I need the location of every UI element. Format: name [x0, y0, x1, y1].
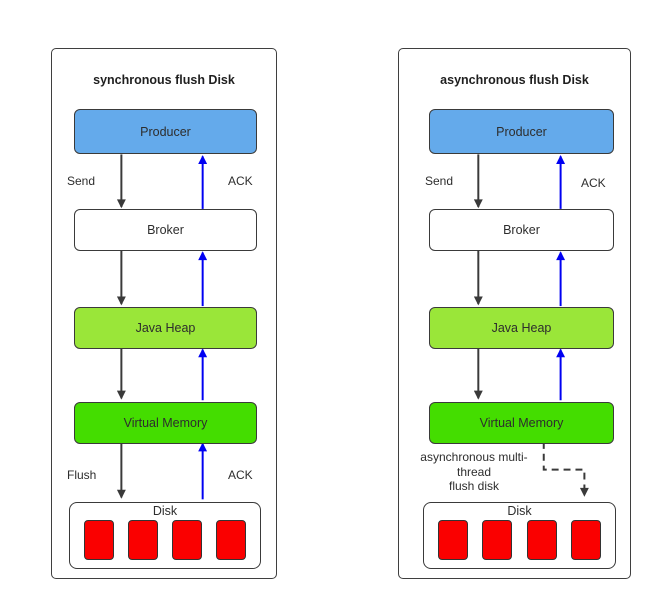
send-label: Send: [425, 174, 454, 188]
disk-label: Disk: [152, 504, 178, 518]
disk-blocks: [424, 520, 615, 560]
ack-label-top: ACK: [228, 174, 253, 188]
disk-block: [570, 520, 601, 560]
java-heap-node: Java Heap: [74, 307, 257, 349]
disk-blocks: [70, 520, 260, 560]
disk-block: [438, 520, 469, 560]
disk-block: [128, 520, 158, 560]
broker-node: Broker: [74, 209, 257, 251]
page-title: asynchronous flush Disk: [440, 73, 589, 87]
send-label: Send: [67, 174, 96, 188]
virtual-memory-node: Virtual Memory: [429, 402, 614, 444]
disk-box: Disk: [423, 502, 616, 569]
disk-block: [216, 520, 246, 560]
async-flush-note-line: flush disk: [448, 479, 500, 493]
page-title: synchronous flush Disk: [93, 73, 235, 87]
panel-synchronous-flush: synchronous flush Disk Producer Broker J…: [51, 48, 277, 579]
disk-block: [482, 520, 513, 560]
java-heap-node: Java Heap: [429, 307, 614, 349]
disk-label: Disk: [507, 504, 532, 518]
async-flush-note-line: asynchronous multi-: [420, 450, 528, 464]
disk-block: [84, 520, 114, 560]
ack-label-top: ACK: [581, 176, 606, 190]
producer-node: Producer: [429, 109, 614, 154]
producer-node: Producer: [74, 109, 257, 154]
async-flush-note: asynchronous multi- thread flush disk: [399, 450, 549, 494]
async-flush-dashed-arrow: [542, 441, 589, 497]
disk-block: [172, 520, 202, 560]
async-flush-note-line: thread: [456, 464, 492, 479]
ack-label-bottom: ACK: [228, 468, 253, 482]
disk-block: [526, 520, 557, 560]
flush-label: Flush: [67, 468, 97, 482]
virtual-memory-node: Virtual Memory: [74, 402, 257, 444]
disk-box: Disk: [69, 502, 261, 569]
broker-node: Broker: [429, 209, 614, 251]
panel-asynchronous-flush: asynchronous flush Disk Producer Broker …: [398, 48, 631, 579]
